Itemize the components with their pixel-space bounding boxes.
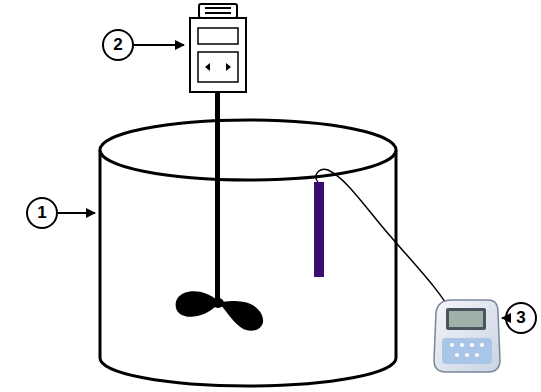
probe — [314, 169, 455, 318]
stirrer-motor — [190, 4, 246, 92]
callout-markers — [27, 30, 536, 333]
callout-number: 1 — [30, 203, 54, 223]
stirrer — [176, 92, 264, 331]
callout-number: 2 — [106, 35, 130, 55]
callout-number: 3 — [509, 308, 533, 328]
ph-meter — [434, 300, 500, 372]
tank — [100, 120, 396, 386]
